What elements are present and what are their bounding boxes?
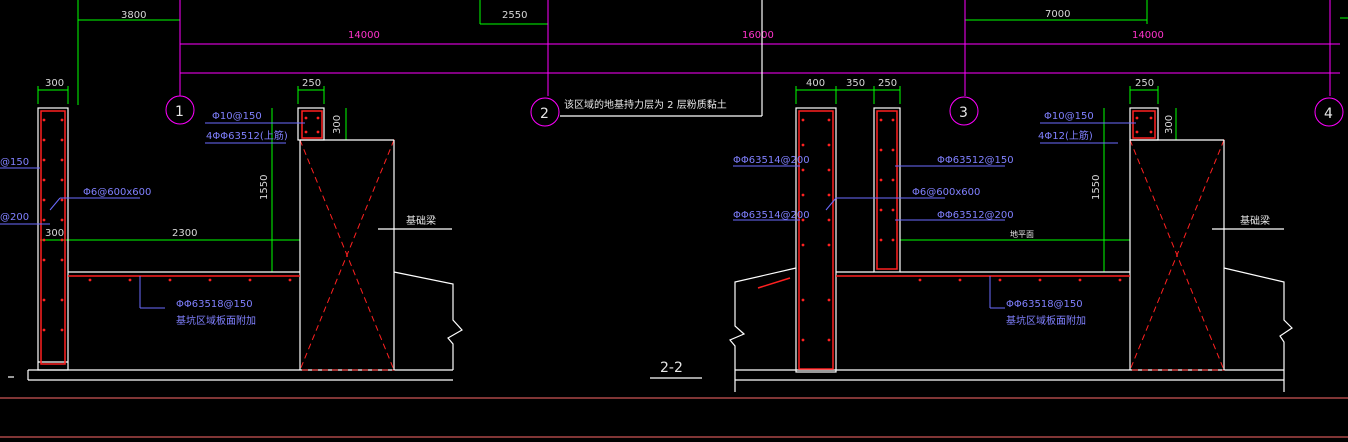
drawing-frame (0, 397, 1348, 438)
left-rebar-mid: Φ6@600x600 (83, 187, 151, 198)
dim-250-c: 250 (1135, 78, 1154, 89)
right-rebar-bottom: ΦΦ63518@150 (1006, 299, 1083, 310)
dim-2550: 2550 (502, 10, 527, 21)
dim-250-b: 250 (878, 78, 897, 89)
note-text: 该区域的地基持力层为 2 层粉质黏土 (564, 98, 727, 111)
dim-300-b: 300 (332, 115, 343, 134)
dim-14000-left: 14000 (348, 30, 380, 41)
left-rebar-top-1: Φ10@150 (212, 111, 262, 122)
axis-1: 1 (175, 104, 184, 120)
section-label: 2-2 (650, 360, 702, 379)
left-rebar-bottom: ΦΦ63518@150 (176, 299, 253, 310)
dim-7000: 7000 (1045, 9, 1070, 20)
right-floor-note: 地平面 (1010, 229, 1034, 239)
axis-4: 4 (1324, 106, 1333, 122)
left-rebar-top-2: 4ΦΦ63512(上筋) (206, 129, 288, 142)
dim-250-a: 250 (302, 78, 321, 89)
left-beam-label: 基础梁 (406, 214, 436, 227)
dim-2300: 2300 (172, 228, 197, 239)
right-rebar-top-2: 4Φ12(上筋) (1038, 129, 1093, 142)
right-rebar-top-1: Φ10@150 (1044, 111, 1094, 122)
left-section: 300 250 300 1550 2300 300 (0, 78, 463, 381)
left-rebar-edge-1: @150 (0, 157, 29, 168)
axis-bubbles: 1 2 3 4 (165, 95, 1344, 127)
right-rebar-l2: ΦΦ63514@200 (733, 210, 810, 221)
left-rebar-edge-2: @200 (0, 212, 29, 223)
left-rebar-bottom-note: 基坑区域板面附加 (176, 314, 256, 327)
dim-3800: 3800 (121, 10, 146, 21)
right-rebar-r2: ΦΦ63512@200 (937, 210, 1014, 221)
axis-3: 3 (959, 105, 968, 121)
dim-16000: 16000 (742, 30, 774, 41)
right-section: 400 350 250 250 300 1550 (729, 78, 1293, 392)
dim-400: 400 (806, 78, 825, 89)
right-rebar-l1: ΦΦ63514@200 (733, 155, 810, 166)
right-beam-label: 基础梁 (1240, 214, 1270, 227)
dim-300-d: 300 (45, 228, 64, 239)
dim-1550-b: 1550 (1091, 175, 1102, 200)
right-rebar-r1: ΦΦ63512@150 (937, 155, 1014, 166)
dim-14000-right: 14000 (1132, 30, 1164, 41)
top-dimension-chains: 3800 2550 7000 14000 16000 14000 (77, 0, 1348, 105)
right-rebar-bottom-note: 基坑区域板面附加 (1006, 314, 1086, 327)
axis-2: 2 (540, 106, 549, 122)
dim-350: 350 (846, 78, 865, 89)
section-label-text: 2-2 (660, 360, 683, 376)
geology-note: 该区域的地基持力层为 2 层粉质黏土 (560, 0, 763, 117)
dim-1550-a: 1550 (259, 175, 270, 200)
dim-300-a: 300 (45, 78, 64, 89)
dim-300-c: 300 (1164, 115, 1175, 134)
right-rebar-mid: Φ6@600x600 (912, 187, 980, 198)
